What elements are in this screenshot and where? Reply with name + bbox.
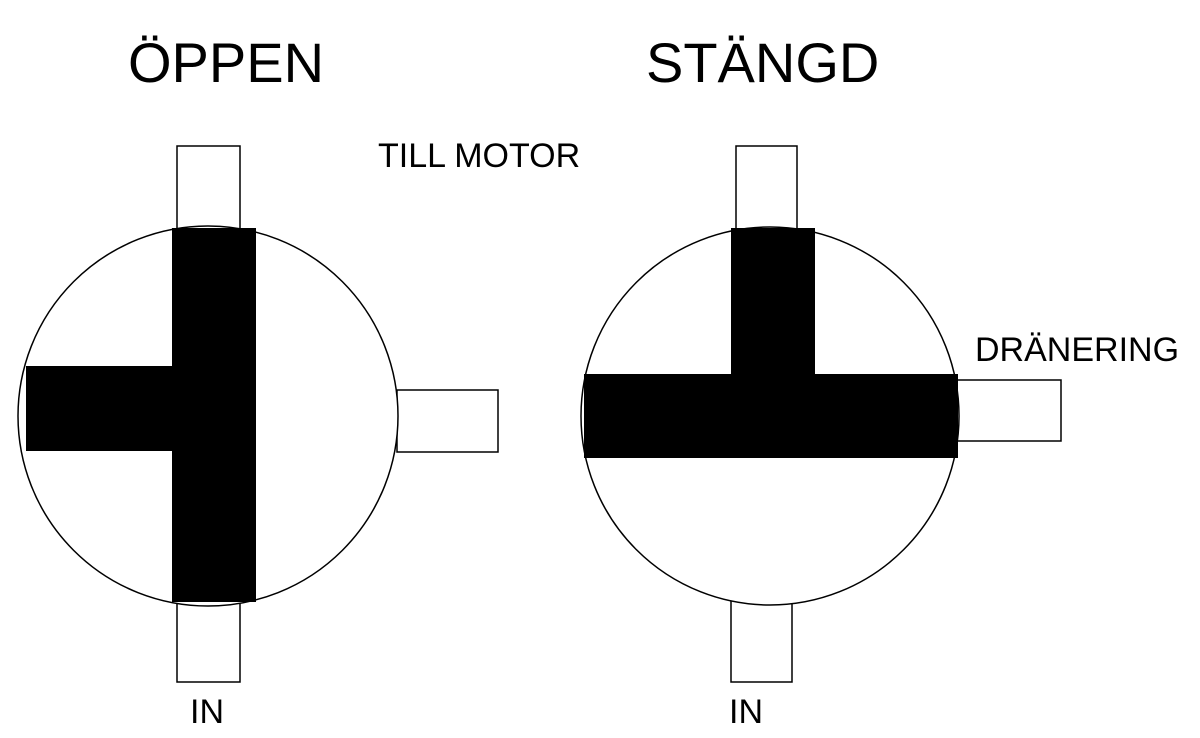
open-valve: ÖPPEN TILL MOTOR IN bbox=[17, 31, 580, 731]
closed-title: STÄNGD bbox=[646, 31, 879, 94]
closed-vertical-channel bbox=[731, 228, 815, 378]
closed-bottom-port bbox=[730, 599, 793, 683]
open-top-label: TILL MOTOR bbox=[378, 137, 580, 175]
closed-side-label: DRÄNERING bbox=[975, 331, 1179, 369]
open-side-channel bbox=[26, 366, 176, 451]
open-top-port bbox=[176, 145, 241, 233]
closed-horizontal-channel bbox=[584, 374, 958, 458]
open-title: ÖPPEN bbox=[128, 31, 324, 94]
closed-valve: STÄNGD DRÄNERING IN bbox=[580, 31, 1179, 731]
open-bottom-label: IN bbox=[190, 693, 224, 731]
closed-bottom-label: IN bbox=[729, 693, 763, 731]
closed-top-port bbox=[735, 145, 798, 233]
closed-right-port bbox=[956, 379, 1062, 442]
open-right-port bbox=[396, 389, 499, 453]
open-vertical-channel bbox=[172, 228, 256, 602]
open-bottom-port bbox=[176, 597, 241, 683]
